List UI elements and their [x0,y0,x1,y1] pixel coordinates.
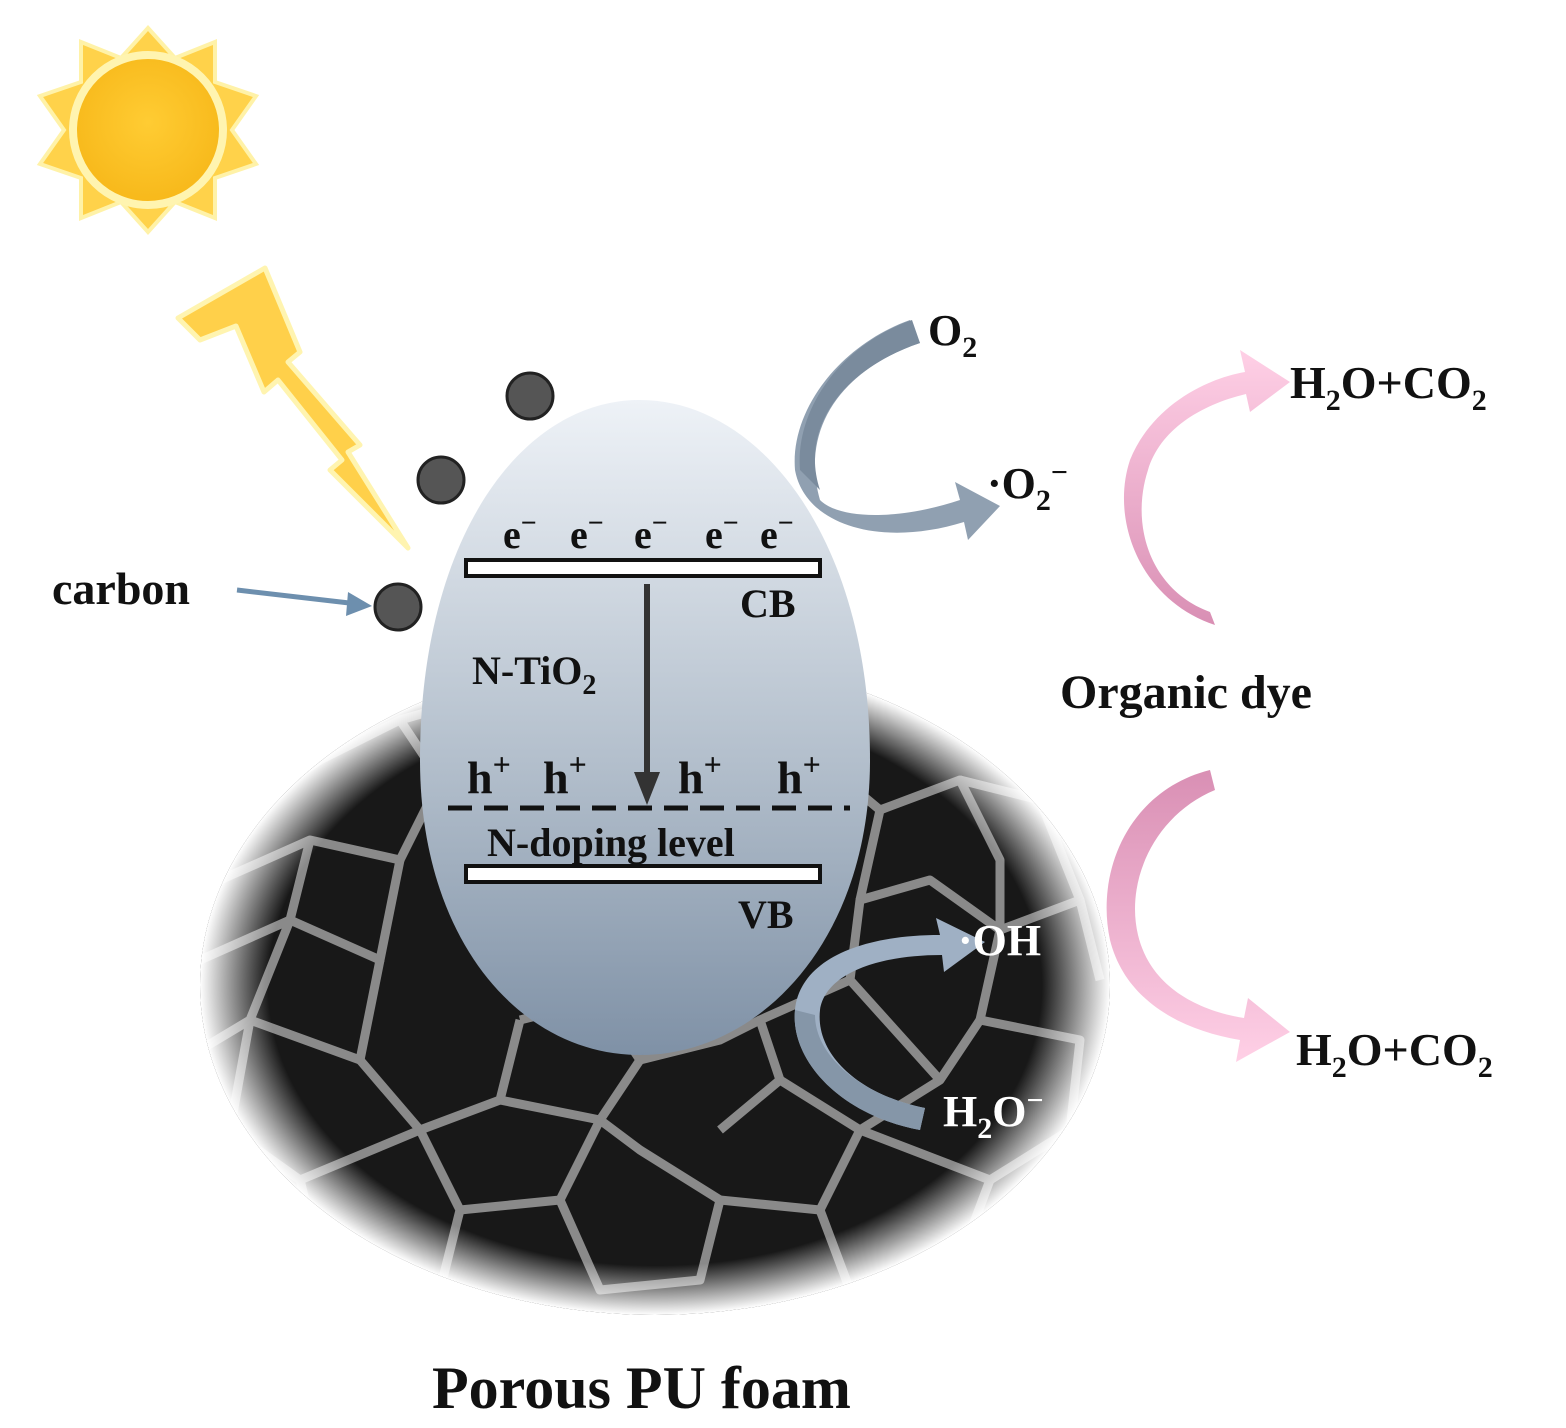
electron: e− [634,508,668,557]
catalyst-label: N-TiO2 [472,648,596,701]
hole: h+ [543,746,587,803]
water-oxidation-arrow [794,918,985,1130]
electron: e− [570,508,604,557]
carbon-particle [373,582,423,632]
carbon-particle [416,455,466,505]
cb-label: CB [740,581,796,626]
organic-dye-label: Organic dye [1060,666,1312,719]
dye-degradation-arrow-top [1123,350,1290,625]
carbon-particle [505,371,555,421]
carbon-arrow [236,587,372,616]
carbon-label: carbon [52,563,190,614]
electrons: e− e− e− e− e− [503,508,794,557]
electron: e− [760,508,794,557]
product-top-label: H2O+CO2 [1290,357,1487,417]
excitation-arrow [634,584,660,805]
foam-label: Porous PU foam [432,1355,851,1421]
conduction-band [464,558,822,578]
o2-label: O2 [928,306,977,364]
product-bottom-label: H2O+CO2 [1296,1024,1493,1084]
water-label: H2O− [943,1084,1044,1145]
hole: h+ [467,746,511,803]
hydroxyl-label: ·OH [958,916,1041,965]
valence-band [464,864,822,884]
sun-icon [36,25,260,235]
hole: h+ [678,746,722,803]
doping-level-label: N-doping level [487,820,735,865]
lightning-icon [175,265,411,551]
holes: h+ h+ h+ h+ [467,746,821,803]
superoxide-label: ·O2− [987,456,1068,517]
carbon-particles [373,371,555,632]
electron: e− [705,508,739,557]
electron: e− [503,508,537,557]
vb-label: VB [738,892,794,937]
dye-degradation-arrow-bottom [1106,770,1290,1062]
o2-reduction-arrow [794,320,1000,540]
hole: h+ [777,746,821,803]
